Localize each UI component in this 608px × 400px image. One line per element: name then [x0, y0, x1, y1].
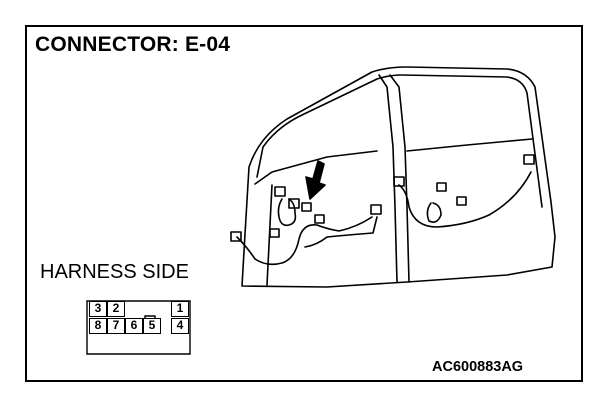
connector-pin-5: 5: [143, 318, 161, 334]
connector-pin-3: 3: [89, 301, 107, 317]
b-pillar-inner: [389, 74, 410, 283]
connector-housing: [86, 300, 191, 355]
connector-title: CONNECTOR: E-04: [35, 33, 231, 56]
harness-side-label: HARNESS SIDE: [40, 261, 189, 283]
pointer-arrow: [305, 160, 326, 200]
connector-pin-2: 2: [107, 301, 125, 317]
front-harness-wire: [236, 216, 373, 266]
window-frame: [256, 74, 543, 208]
rear-harness-wire: [398, 171, 532, 228]
connector-pin-8: 8: [89, 318, 107, 334]
door-outline: [241, 66, 556, 288]
connector-pin-7: 7: [107, 318, 125, 334]
connector-pin-4: 4: [171, 318, 189, 334]
diagram-code: AC600883AG: [432, 359, 524, 375]
vehicle-doors-illustration: [230, 66, 556, 288]
connector-pin-6: 6: [125, 318, 143, 334]
front-door-edge: [254, 150, 378, 185]
b-pillar: [378, 74, 398, 283]
connector-pin-layout: 3 2 1 8 7 6 5 4: [85, 300, 195, 356]
connector-pin-1: 1: [171, 301, 189, 317]
diagram-frame: CONNECTOR: E-04: [25, 25, 583, 382]
rear-door-edge: [406, 138, 533, 152]
